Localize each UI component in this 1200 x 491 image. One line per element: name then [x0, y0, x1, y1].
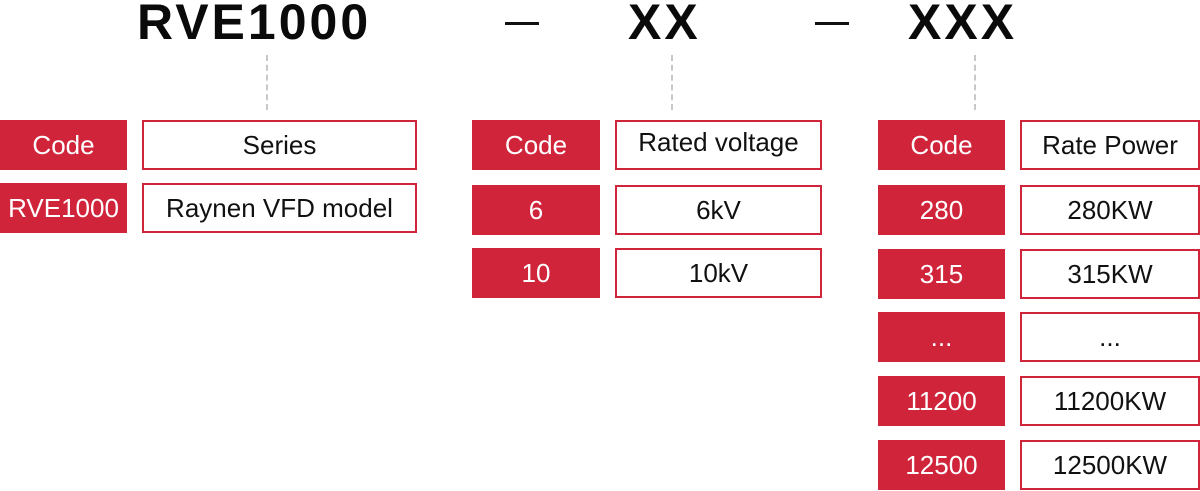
voltage-connector-line [671, 55, 673, 110]
power-code-cell: 12500 [878, 440, 1005, 490]
voltage-desc-cell: 10kV [615, 248, 822, 298]
voltage-desc-header: Rated voltage [615, 120, 822, 170]
model-series-code: RVE1000 [137, 0, 372, 50]
power-connector-line [974, 55, 976, 110]
power-code-cell: 315 [878, 249, 1005, 299]
power-placeholder: XXX [908, 0, 1018, 50]
power-code-cell: ... [878, 312, 1005, 362]
power-desc-cell: ... [1020, 312, 1200, 362]
power-desc-cell: 315KW [1020, 249, 1200, 299]
series-connector-line [266, 55, 268, 110]
power-desc-header: Rate Power [1020, 120, 1200, 170]
voltage-code-cell: 10 [472, 248, 600, 298]
separator-dash-1 [505, 22, 539, 25]
power-desc-cell: 11200KW [1020, 376, 1200, 426]
voltage-code-cell: 6 [472, 185, 600, 235]
series-desc-header: Series [142, 120, 417, 170]
voltage-placeholder: XX [628, 0, 701, 50]
power-desc-cell: 12500KW [1020, 440, 1200, 490]
series-desc-cell: Raynen VFD model [142, 183, 417, 233]
power-code-cell: 280 [878, 185, 1005, 235]
power-desc-cell: 280KW [1020, 185, 1200, 235]
series-code-cell: RVE1000 [0, 183, 127, 233]
power-code-header: Code [878, 120, 1005, 170]
voltage-code-header: Code [472, 120, 600, 170]
separator-dash-2 [815, 22, 849, 25]
voltage-desc-cell: 6kV [615, 185, 822, 235]
series-code-header: Code [0, 120, 127, 170]
power-code-cell: 11200 [878, 376, 1005, 426]
